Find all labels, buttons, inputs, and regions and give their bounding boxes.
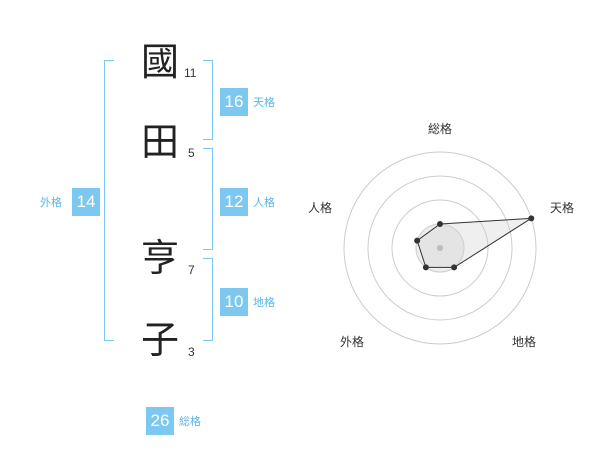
jinkaku-bracket bbox=[203, 148, 213, 250]
radar-point-2 bbox=[528, 215, 535, 222]
radar-axis-label-soukaku: 総格 bbox=[427, 122, 452, 136]
stroke-count-4: 3 bbox=[188, 345, 195, 359]
radar-axis-label-tenkaku: 天格 bbox=[549, 201, 574, 215]
gaikaku-value-box: 14 bbox=[72, 188, 100, 216]
stroke-count-1: 11 bbox=[184, 66, 197, 80]
tenkaku-value-box: 16 bbox=[220, 88, 248, 116]
radar-point-4 bbox=[422, 264, 429, 271]
radar-center-point bbox=[437, 245, 443, 251]
name-character-4: 子 bbox=[140, 318, 179, 362]
radar-axis-label-gaikaku: 外格 bbox=[339, 335, 364, 349]
chikaku-label: 地格 bbox=[253, 296, 275, 309]
chikaku-value-box: 10 bbox=[220, 288, 248, 316]
radar-axis-label-chikaku: 地格 bbox=[511, 335, 536, 349]
radar-point-1 bbox=[437, 221, 443, 227]
soukaku-value-box: 26 bbox=[146, 407, 174, 435]
stroke-count-3: 7 bbox=[188, 263, 195, 277]
radar-point-3 bbox=[451, 264, 458, 271]
name-character-1: 國 bbox=[140, 40, 179, 84]
radar-value-polygon bbox=[416, 217, 532, 268]
name-character-2: 田 bbox=[140, 120, 179, 164]
fortune-radar-chart bbox=[343, 151, 537, 345]
radar-grid-ring-2 bbox=[391, 199, 489, 297]
radar-axis-label-jinkaku: 人格 bbox=[307, 201, 332, 215]
radar-point-5 bbox=[414, 237, 421, 244]
jinkaku-value-box: 12 bbox=[220, 188, 248, 216]
tenkaku-label: 天格 bbox=[253, 96, 275, 109]
tenkaku-bracket bbox=[203, 60, 213, 140]
chikaku-bracket bbox=[203, 258, 213, 341]
gaikaku-bracket bbox=[104, 60, 114, 341]
name-character-3: 亨 bbox=[140, 236, 179, 280]
radar-grid-ring-4 bbox=[343, 151, 537, 345]
jinkaku-label: 人格 bbox=[253, 196, 275, 209]
soukaku-label: 総格 bbox=[179, 415, 201, 428]
gaikaku-label: 外格 bbox=[40, 196, 62, 209]
stroke-count-2: 5 bbox=[188, 146, 195, 160]
radar-grid-ring-3 bbox=[367, 175, 513, 321]
